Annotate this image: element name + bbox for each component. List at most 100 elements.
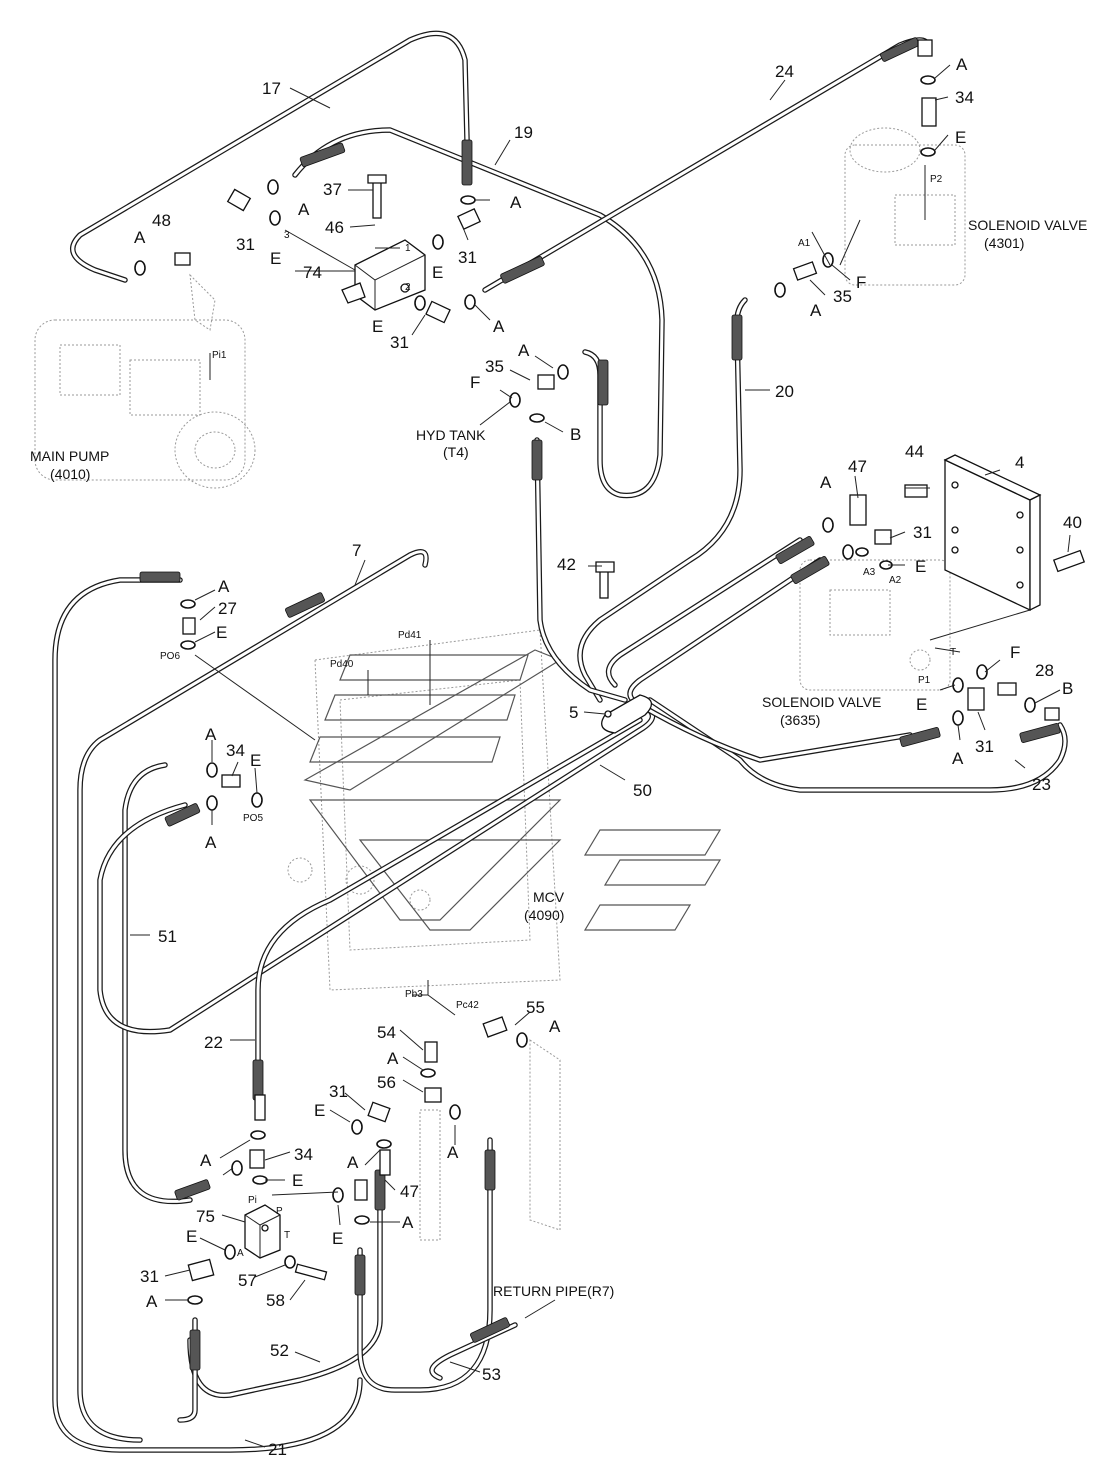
mcv-drawing bbox=[287, 629, 561, 1241]
seal-a-17: A bbox=[347, 1153, 359, 1172]
label-54: 54 bbox=[377, 1023, 396, 1042]
component-labels: MAIN PUMP (4010) SOLENOID VALVE (4301) S… bbox=[30, 217, 1087, 1299]
seal-a-15: A bbox=[447, 1143, 459, 1162]
seal-e-5: E bbox=[915, 557, 926, 576]
label-5: 5 bbox=[569, 703, 578, 722]
mcv-label: MCV bbox=[533, 889, 565, 905]
label-50: 50 bbox=[633, 781, 652, 800]
part-number-labels: 17 19 24 34 37 46 48 31 31 74 31 35 35 2… bbox=[140, 62, 1082, 1459]
seal-a-3: A bbox=[298, 200, 310, 219]
label-34-top: 34 bbox=[955, 88, 974, 107]
hose-75-bottom bbox=[177, 1317, 198, 1423]
label-21: 21 bbox=[268, 1440, 287, 1459]
hose-52 bbox=[187, 1172, 383, 1399]
port-t2: T bbox=[284, 1230, 290, 1241]
label-55: 55 bbox=[526, 998, 545, 1017]
port-a2: A2 bbox=[889, 575, 902, 586]
port-pd41: Pd41 bbox=[398, 630, 422, 641]
hyd-tank-code: (T4) bbox=[443, 444, 469, 460]
label-57: 57 bbox=[238, 1271, 257, 1290]
port-t: T bbox=[950, 647, 956, 658]
seal-e-6: E bbox=[216, 623, 227, 642]
seal-a-12: A bbox=[205, 833, 217, 852]
mcv-code: (4090) bbox=[524, 907, 564, 923]
label-46: 46 bbox=[325, 218, 344, 237]
hose-tank-return bbox=[534, 437, 628, 703]
label-31-a: 31 bbox=[236, 235, 255, 254]
label-7: 7 bbox=[352, 541, 361, 560]
seal-letter-labels: A E A A A E E E A F A A F B A E A E F B … bbox=[134, 55, 1073, 1311]
label-31-e: 31 bbox=[975, 737, 994, 756]
label-34-low: 34 bbox=[294, 1145, 313, 1164]
port-block-1: 1 bbox=[405, 243, 411, 254]
solenoid-valve-4301-code: (4301) bbox=[984, 235, 1024, 251]
label-34-mid: 34 bbox=[226, 741, 245, 760]
solenoid-valve-3635-drawing bbox=[799, 559, 951, 691]
seal-e-8: E bbox=[250, 751, 261, 770]
seal-a-2: A bbox=[134, 228, 146, 247]
label-37: 37 bbox=[323, 180, 342, 199]
solenoid-valve-4301-label: SOLENOID VALVE bbox=[968, 217, 1087, 233]
plate-4 bbox=[943, 454, 1042, 612]
seal-a-16: A bbox=[200, 1151, 212, 1170]
label-58: 58 bbox=[266, 1291, 285, 1310]
seal-e-4: E bbox=[372, 317, 383, 336]
seal-b-1: B bbox=[570, 425, 581, 444]
port-pc42: Pc42 bbox=[456, 1000, 479, 1011]
port-p: P bbox=[276, 1206, 283, 1217]
hose-sol-lower bbox=[605, 537, 803, 688]
hose-51 bbox=[122, 762, 193, 1205]
hose-17 bbox=[70, 30, 471, 283]
seal-e-1: E bbox=[955, 128, 966, 147]
hose-50 bbox=[97, 702, 656, 1035]
label-31-d: 31 bbox=[913, 523, 932, 542]
return-pipe-label: RETURN PIPE(R7) bbox=[493, 1283, 614, 1299]
hose-23 bbox=[647, 697, 1068, 793]
port-pi1: Pi1 bbox=[212, 350, 227, 361]
solenoid-valve-4301-drawing bbox=[844, 127, 966, 286]
seal-e-11: E bbox=[332, 1229, 343, 1248]
label-20: 20 bbox=[775, 382, 794, 401]
seal-f-1: F bbox=[856, 273, 866, 292]
hose-sol-upper bbox=[627, 557, 913, 763]
seal-e-2: E bbox=[270, 249, 281, 268]
hose-24 bbox=[482, 37, 931, 293]
label-23: 23 bbox=[1032, 775, 1051, 794]
label-35-right: 35 bbox=[833, 287, 852, 306]
label-53: 53 bbox=[482, 1365, 501, 1384]
port-p1: P1 bbox=[918, 675, 931, 686]
seal-a-4: A bbox=[510, 193, 522, 212]
label-24: 24 bbox=[775, 62, 794, 81]
seal-a-6: A bbox=[810, 301, 822, 320]
label-52: 52 bbox=[270, 1341, 289, 1360]
label-17: 17 bbox=[262, 79, 281, 98]
solenoid-valve-3635-label: SOLENOID VALVE bbox=[762, 694, 881, 710]
seal-e-7: E bbox=[916, 695, 927, 714]
o-rings bbox=[134, 75, 1036, 1305]
label-27: 27 bbox=[218, 599, 237, 618]
hose-53 bbox=[357, 1137, 493, 1393]
hose-22 bbox=[255, 717, 643, 1098]
seal-a-13: A bbox=[549, 1017, 561, 1036]
main-pump-label: MAIN PUMP bbox=[30, 448, 109, 464]
hose-21 bbox=[52, 577, 363, 1453]
label-74: 74 bbox=[303, 263, 322, 282]
hyd-tank-label: HYD TANK bbox=[416, 427, 486, 443]
label-44: 44 bbox=[905, 442, 924, 461]
seal-f-2: F bbox=[470, 373, 480, 392]
port-block-3: 3 bbox=[284, 230, 290, 241]
block-74 bbox=[341, 239, 426, 311]
leader-lines bbox=[130, 64, 1071, 1448]
label-40: 40 bbox=[1063, 513, 1082, 532]
seal-a-19: A bbox=[146, 1292, 158, 1311]
label-75: 75 bbox=[196, 1207, 215, 1226]
seal-e-12: E bbox=[186, 1227, 197, 1246]
label-31-f: 31 bbox=[329, 1082, 348, 1101]
port-p2: P2 bbox=[930, 174, 943, 185]
seal-b-2: B bbox=[1062, 679, 1073, 698]
hose-return bbox=[429, 1322, 518, 1381]
label-42: 42 bbox=[557, 555, 576, 574]
hose-crimp-sleeves bbox=[139, 37, 1061, 1371]
